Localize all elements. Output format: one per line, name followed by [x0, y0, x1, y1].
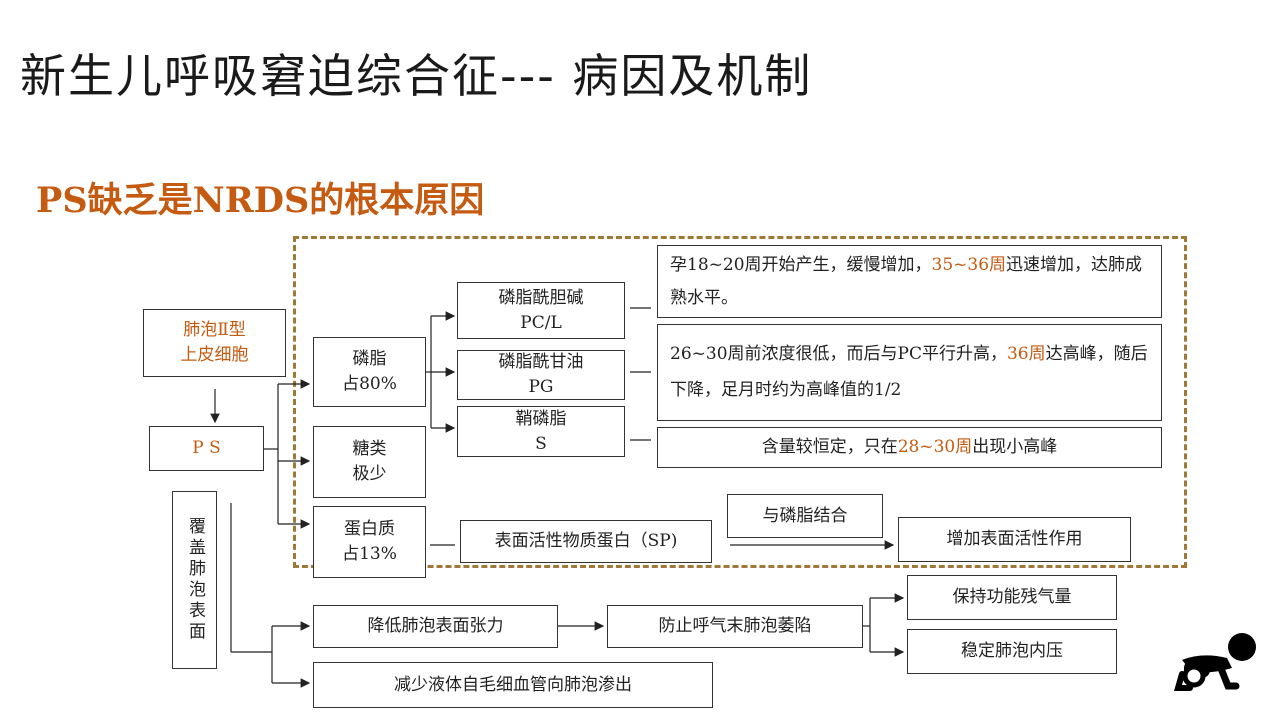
pc-desc-post: 迅速增加，达肺成熟水平。 — [670, 255, 1143, 308]
s-line2: S — [535, 433, 547, 454]
enhance-label: 增加表面活性作用 — [946, 529, 1083, 550]
pg-desc-highlight: 36周 — [1006, 343, 1046, 364]
stable-pressure-label: 稳定肺泡内压 — [961, 641, 1063, 662]
crawling-baby-icon — [1174, 633, 1256, 691]
phospholipid-line2: 占80% — [342, 374, 397, 394]
pg-desc-post: 达高峰，随后下降，足月时约为高峰值的1/2 — [670, 343, 1148, 400]
alveolar-type2-cell-box: 肺泡Ⅱ型上皮细胞 — [143, 309, 286, 377]
sugar-box: 糖类极少 — [313, 426, 426, 498]
pc-description: 孕18~20周开始产生，缓慢增加，35~36周迅速增加，达肺成熟水平。 — [657, 245, 1162, 318]
pc-box: 磷脂酰胆碱 PC/L — [457, 282, 625, 339]
pg-line2: PG — [528, 377, 554, 397]
prevent-collapse-box: 防止呼气末肺泡萎陷 — [607, 605, 863, 648]
page-subtitle: PS缺乏是NRDS的根本原因 — [36, 180, 485, 221]
bind-label: 与磷脂结合 — [762, 505, 848, 526]
pg-box: 磷脂酰甘油 PG — [457, 350, 625, 400]
cover-alveoli-box: 覆盖肺泡表面 — [172, 491, 217, 669]
reduce-fluid-box: 减少液体自毛细血管向肺泡渗出 — [313, 662, 713, 708]
type2-line1: 肺泡Ⅱ型 — [183, 320, 246, 341]
pg-desc-pre: 26~30周前浓度很低，而后与PC平行升高， — [670, 343, 1007, 364]
s-desc-highlight: 28~30周 — [897, 437, 973, 458]
ps-label: P S — [192, 438, 221, 459]
reduce-tension-label: 降低肺泡表面张力 — [367, 616, 504, 637]
pg-description: 26~30周前浓度很低，而后与PC平行升高，36周达高峰，随后下降，足月时约为高… — [657, 324, 1162, 421]
s-description: 含量较恒定，只在28~30周出现小高峰 — [657, 427, 1162, 468]
protein-line1: 蛋白质 — [343, 519, 395, 540]
s-line1: 鞘磷脂 — [515, 408, 567, 429]
page-title: 新生儿呼吸窘迫综合征--- 病因及机制 — [20, 49, 813, 103]
s-desc-post: 出现小高峰 — [972, 437, 1058, 458]
pc-line2: PC/L — [520, 312, 562, 333]
cover-label: 覆盖肺泡表面 — [185, 517, 205, 643]
pc-desc-highlight: 35~36周 — [931, 255, 1007, 276]
pc-line1: 磷脂酰胆碱 — [498, 287, 584, 308]
s-desc-pre: 含量较恒定，只在 — [761, 437, 898, 458]
keep-volume-label: 保持功能残气量 — [952, 587, 1072, 608]
sugar-line2: 极少 — [352, 464, 387, 484]
type2-line2: 上皮细胞 — [180, 345, 249, 365]
ps-composition-frame — [293, 236, 1187, 568]
surfactant-protein-box: 表面活性物质蛋白（SP) — [460, 520, 712, 563]
reduce-fluid-label: 减少液体自毛细血管向肺泡渗出 — [394, 674, 632, 695]
sp-label: 表面活性物质蛋白（SP) — [494, 531, 678, 552]
stable-pressure-box: 稳定肺泡内压 — [907, 629, 1117, 674]
phospholipid-line1: 磷脂 — [352, 349, 387, 370]
ps-box: P S — [149, 426, 264, 471]
reduce-tension-box: 降低肺泡表面张力 — [313, 605, 558, 648]
protein-line2: 占13% — [342, 544, 397, 564]
sugar-line1: 糖类 — [352, 439, 387, 460]
keep-volume-box: 保持功能残气量 — [907, 575, 1117, 620]
enhance-activity-box: 增加表面活性作用 — [898, 517, 1131, 562]
bind-phospholipid-box: 与磷脂结合 — [727, 494, 883, 538]
phospholipid-box: 磷脂占80% — [313, 337, 426, 407]
protein-box: 蛋白质占13% — [313, 506, 426, 578]
prevent-collapse-label: 防止呼气末肺泡萎陷 — [658, 616, 812, 637]
sphingomyelin-box: 鞘磷脂 S — [457, 406, 625, 457]
pg-line1: 磷脂酰甘油 — [498, 352, 584, 373]
pc-desc-pre: 孕18~20周开始产生，缓慢增加， — [670, 255, 932, 276]
